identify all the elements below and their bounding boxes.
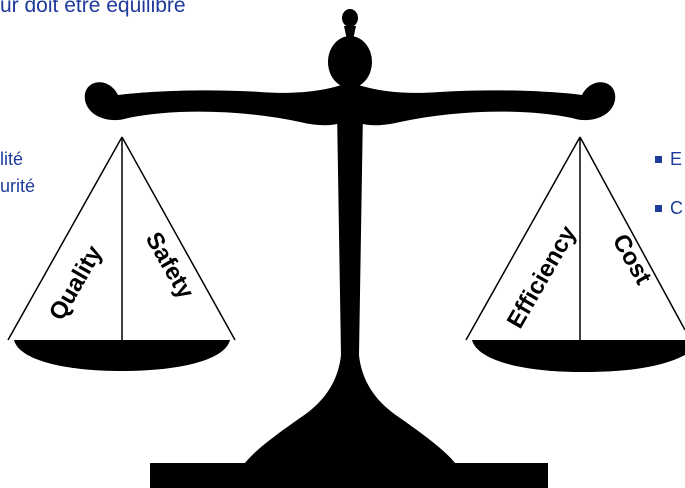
right-pan-label-cost: Cost [607, 230, 657, 290]
right-pan-label-efficiency: Efficiency [502, 221, 582, 333]
left-pan-strings [8, 137, 235, 340]
finial-knob [342, 9, 358, 27]
left-pan [14, 340, 230, 371]
left-pan-label-safety: Safety [140, 228, 200, 304]
finial-bulb [328, 36, 372, 88]
left-pan-label-quality: Quality [44, 240, 108, 325]
right-pan [472, 340, 685, 372]
